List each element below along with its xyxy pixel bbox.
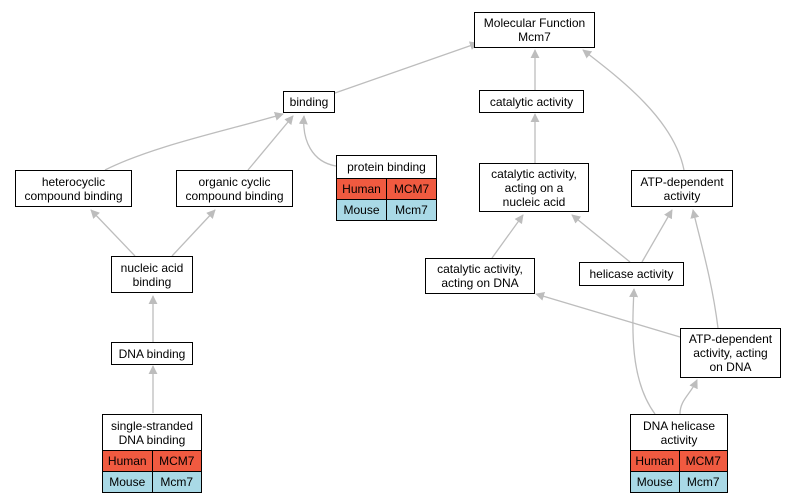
gene-cell[interactable]: Mcm7 bbox=[151, 472, 202, 492]
node-dna-binding[interactable]: DNA binding bbox=[111, 342, 193, 365]
edge-organic-cyclic-to-binding bbox=[247, 115, 294, 171]
node-label-line: activity bbox=[660, 432, 698, 447]
node-label-line: organic cyclic bbox=[198, 174, 271, 189]
node-organic-cyclic-compound-binding[interactable]: organic cyclic compound binding bbox=[176, 170, 293, 207]
node-label-line: helicase activity bbox=[589, 267, 674, 281]
node-label-line: activity, acting bbox=[693, 346, 768, 360]
node-label-line: protein binding bbox=[347, 160, 426, 174]
gene-row-human: Human MCM7 bbox=[103, 450, 201, 471]
edge-dna-helicase-to-helicase bbox=[629, 288, 656, 415]
species-cell: Human bbox=[107, 454, 147, 468]
node-catalytic-activity-nucleic-acid[interactable]: catalytic activity, acting on a nucleic … bbox=[479, 163, 589, 212]
node-label-line: DNA binding bbox=[118, 432, 186, 447]
node-label-line: DNA helicase bbox=[642, 418, 716, 433]
edge-catalytic-dna-to-catalytic-nucleic bbox=[491, 214, 524, 259]
species-cell: Mouse bbox=[343, 203, 380, 217]
node-label-line: DNA binding bbox=[118, 346, 186, 361]
node-label-line: binding bbox=[132, 274, 172, 289]
node-label-line: single-stranded bbox=[110, 418, 194, 433]
edge-helicase-to-atp-dependent bbox=[641, 209, 673, 263]
gene-cell[interactable]: MCM7 bbox=[678, 451, 728, 471]
node-title: single-stranded DNA binding bbox=[103, 415, 201, 450]
edge-atp-dna-to-catalytic-dna bbox=[535, 292, 681, 338]
node-title: DNA helicase activity bbox=[631, 415, 727, 450]
node-label-line: catalytic activity bbox=[489, 94, 574, 109]
node-single-stranded-dna-binding[interactable]: single-stranded DNA binding Human MCM7 M… bbox=[102, 414, 202, 493]
node-label-line: ATP-dependent bbox=[688, 332, 773, 346]
node-label-line: acting on DNA bbox=[441, 276, 519, 290]
gene-row-mouse: Mouse Mcm7 bbox=[103, 471, 201, 492]
node-label-line: binding bbox=[289, 95, 329, 109]
node-label-line: catalytic activity, bbox=[491, 166, 577, 181]
node-binding[interactable]: binding bbox=[283, 91, 335, 113]
edge-protein-binding-to-binding bbox=[298, 115, 337, 167]
node-molecular-function[interactable]: Molecular Function Mcm7 bbox=[474, 12, 595, 48]
node-title: protein binding bbox=[337, 156, 436, 178]
gene-cell[interactable]: Mcm7 bbox=[678, 472, 728, 492]
edge-dna-helicase-to-atp-dna bbox=[679, 379, 698, 415]
node-nucleic-acid-binding[interactable]: nucleic acid binding bbox=[111, 256, 193, 293]
edge-binding-to-molecular-function bbox=[334, 41, 479, 94]
node-catalytic-activity[interactable]: catalytic activity bbox=[479, 90, 584, 113]
gene-row-mouse: Mouse Mcm7 bbox=[631, 471, 727, 492]
node-label-line: compound binding bbox=[24, 188, 123, 203]
species-cell: Human bbox=[342, 182, 381, 196]
gene-cell[interactable]: MCM7 bbox=[386, 179, 436, 199]
species-cell: Human bbox=[635, 454, 675, 468]
gene-cell[interactable]: MCM7 bbox=[151, 451, 202, 471]
node-label-line: on DNA bbox=[709, 360, 752, 374]
node-atp-dependent-activity-dna[interactable]: ATP-dependent activity, acting on DNA bbox=[680, 328, 781, 378]
node-helicase-activity[interactable]: helicase activity bbox=[579, 262, 684, 286]
node-label-line: compound binding bbox=[185, 188, 284, 203]
species-cell: Mouse bbox=[636, 475, 673, 489]
edge-heterocyclic-to-binding bbox=[104, 112, 284, 171]
node-protein-binding[interactable]: protein binding Human MCM7 Mouse Mcm7 bbox=[336, 155, 437, 221]
node-label-line: catalytic activity, bbox=[437, 262, 523, 276]
gene-row-mouse: Mouse Mcm7 bbox=[337, 199, 436, 220]
node-label-line: Molecular Function bbox=[483, 16, 586, 30]
species-cell: Mouse bbox=[109, 475, 146, 489]
node-dna-helicase-activity[interactable]: DNA helicase activity Human MCM7 Mouse M… bbox=[630, 414, 728, 493]
node-label-line: nucleic acid bbox=[120, 260, 184, 275]
gene-row-human: Human MCM7 bbox=[337, 178, 436, 199]
edge-nucleic-acid-to-organic-cyclic bbox=[171, 209, 216, 257]
gene-row-human: Human MCM7 bbox=[631, 450, 727, 471]
node-label-line: Mcm7 bbox=[518, 30, 551, 44]
edge-atp-dna-to-atp-dependent bbox=[690, 209, 719, 329]
edge-atp-dependent-to-molecular-function bbox=[582, 49, 685, 171]
node-label-line: ATP-dependent bbox=[640, 174, 724, 189]
gene-cell[interactable]: Mcm7 bbox=[386, 200, 436, 220]
node-atp-dependent-activity[interactable]: ATP-dependent activity bbox=[631, 170, 733, 207]
edge-nucleic-acid-to-heterocyclic bbox=[90, 209, 136, 257]
node-label-line: heterocyclic bbox=[41, 174, 106, 189]
node-label-line: nucleic acid bbox=[502, 194, 566, 209]
node-label-line: activity bbox=[663, 188, 701, 203]
node-catalytic-activity-dna[interactable]: catalytic activity, acting on DNA bbox=[425, 258, 535, 294]
node-label-line: acting on a bbox=[504, 180, 564, 195]
edge-helicase-to-catalytic-nucleic bbox=[571, 214, 631, 263]
node-heterocyclic-compound-binding[interactable]: heterocyclic compound binding bbox=[15, 170, 132, 207]
